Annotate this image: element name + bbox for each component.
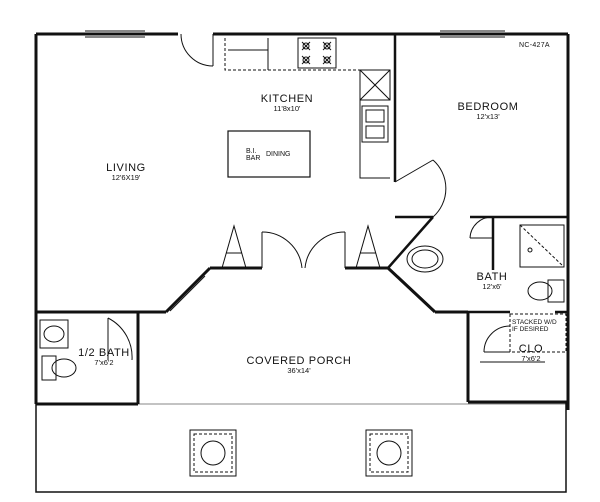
porch-dims: 36'x14' bbox=[287, 366, 311, 375]
bedroom-name: BEDROOM bbox=[457, 101, 519, 113]
porch-columns bbox=[189, 429, 413, 477]
bedroom-label: BEDROOM 12'x13' bbox=[452, 102, 524, 121]
half-bath-label: 1/2 BATH 7'x6'2 bbox=[68, 348, 140, 367]
kitchen-dims: 11'8x10' bbox=[273, 104, 301, 113]
cooktop-burners bbox=[301, 41, 332, 65]
closet bbox=[480, 313, 567, 363]
living-name: LIVING bbox=[106, 162, 146, 174]
closet-label: CLO 7'x6'2 bbox=[508, 344, 554, 363]
closet-name: CLO bbox=[518, 343, 544, 355]
kitchen-label: KITCHEN 11'8x10' bbox=[256, 94, 318, 113]
bar-line2: BAR bbox=[246, 155, 261, 162]
island-bar bbox=[227, 130, 311, 178]
front-angled-wall bbox=[36, 266, 468, 314]
kitchen-name: KITCHEN bbox=[260, 93, 314, 105]
bedroom-dims: 12'x13' bbox=[476, 112, 500, 121]
porch-label: COVERED PORCH 36'x14' bbox=[238, 356, 360, 375]
half-bath-fixtures bbox=[39, 317, 133, 381]
washer-dryer-line1: STACKED W/D bbox=[512, 319, 557, 326]
washer-dryer-line2: IF DESIRED bbox=[512, 325, 549, 333]
interior-walls bbox=[34, 34, 568, 404]
entry-door bbox=[180, 33, 214, 67]
bar-line1: B.I. bbox=[246, 148, 257, 155]
bath-name: BATH bbox=[476, 271, 508, 283]
bar-label: B.I. BAR bbox=[246, 148, 260, 162]
bath-fixtures bbox=[406, 216, 565, 303]
half-bath-dims: 7'x6'2 bbox=[94, 358, 114, 367]
bath-label: BATH 12'x6' bbox=[470, 272, 514, 291]
living-dims: 12'6X19' bbox=[111, 173, 141, 182]
french-doors bbox=[221, 224, 381, 269]
half-bath-name: 1/2 BATH bbox=[78, 347, 130, 359]
windows bbox=[85, 30, 505, 312]
porch-name: COVERED PORCH bbox=[246, 355, 352, 367]
closet-dims: 7'x6'2 bbox=[521, 354, 541, 363]
bedroom-door bbox=[394, 159, 447, 218]
kitchen-counters bbox=[224, 37, 391, 179]
living-label: LIVING 12'6X19' bbox=[96, 163, 156, 182]
dining-label: DINING bbox=[266, 151, 291, 158]
washer-dryer-label: STACKED W/D IF DESIRED bbox=[512, 319, 557, 333]
bath-dims: 12'x6' bbox=[482, 282, 502, 291]
kitchen-sink bbox=[365, 109, 385, 139]
porch-slab bbox=[35, 402, 567, 493]
plan-code: NC-427A bbox=[519, 42, 550, 49]
